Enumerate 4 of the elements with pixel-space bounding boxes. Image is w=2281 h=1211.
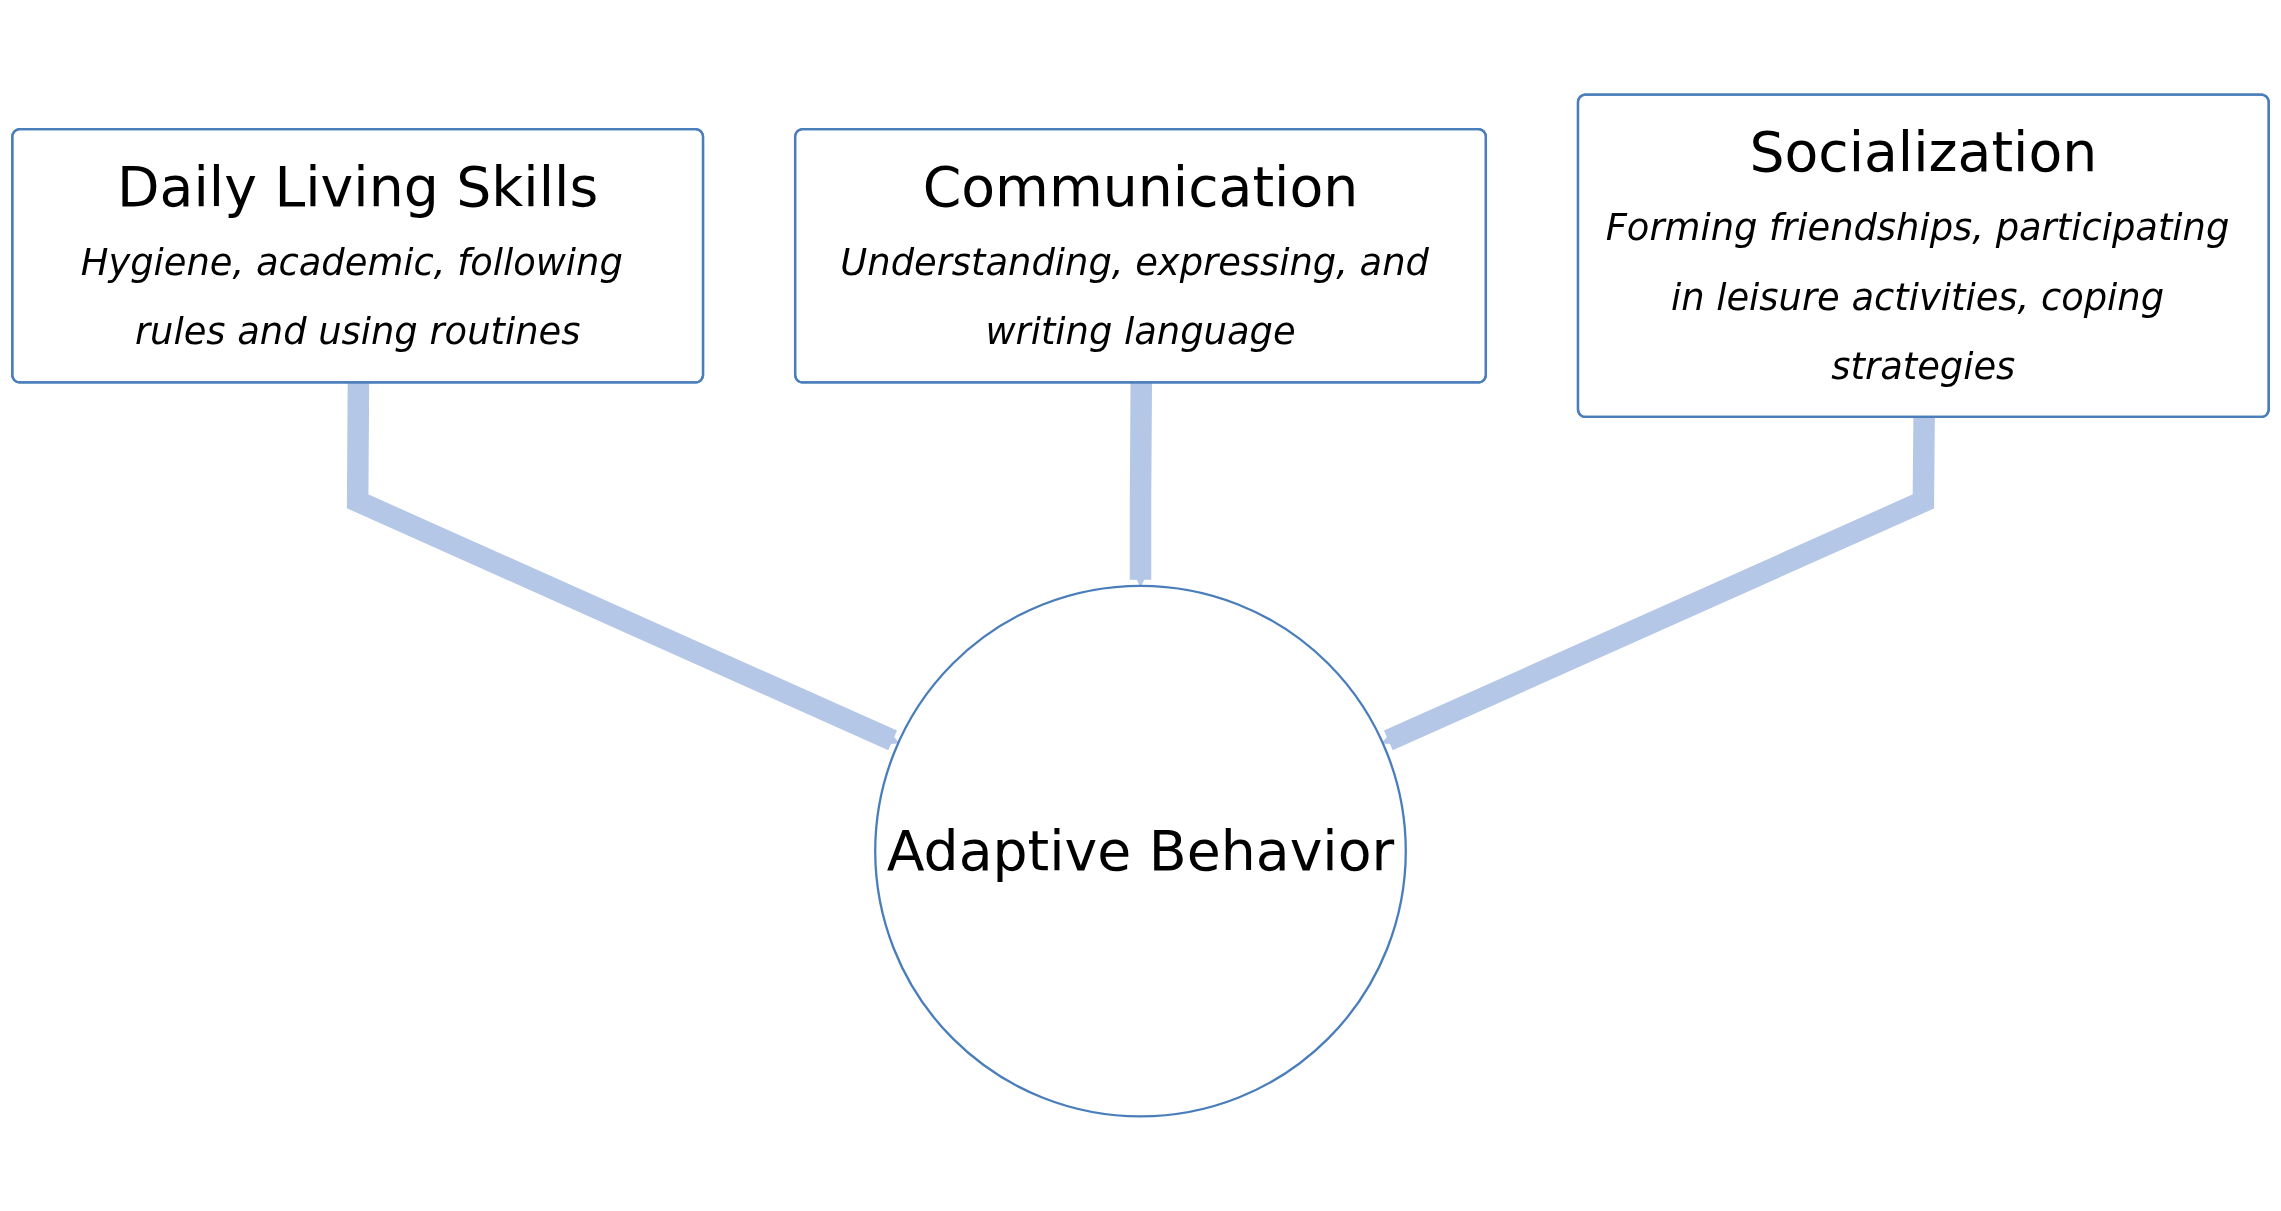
arrow — [1382, 417, 1935, 751]
arrow — [1129, 383, 1152, 587]
arrow — [346, 383, 899, 751]
node-circle: Adaptive Behavior — [874, 584, 1407, 1118]
